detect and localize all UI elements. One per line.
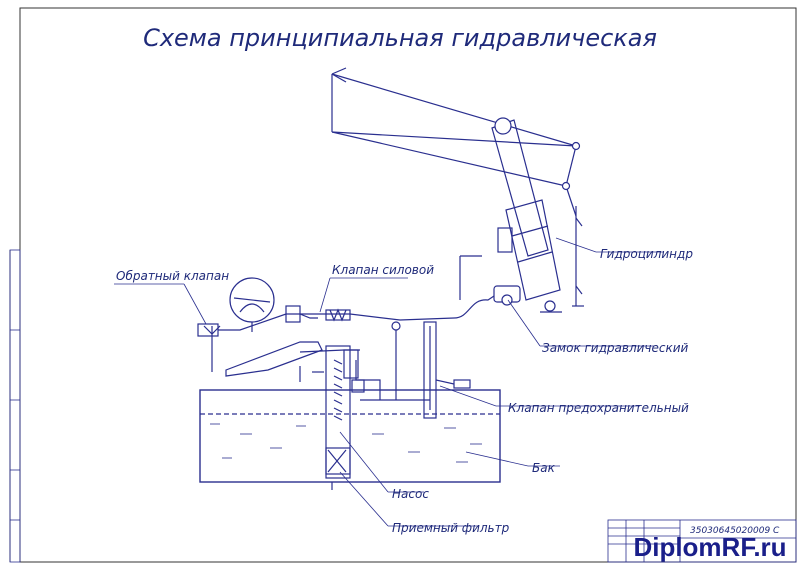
- label-power-valve: Клапан силовой: [332, 263, 434, 277]
- stamp-doc-code: 35030645020009 С: [690, 526, 780, 536]
- intake-filter: [325, 447, 351, 475]
- tank: [199, 389, 501, 490]
- label-pump: Насос: [392, 487, 429, 501]
- label-safety-valve: Клапан предохранительный: [508, 401, 689, 415]
- pump-lever: [225, 341, 360, 382]
- check-valve: [197, 323, 221, 364]
- label-tank: Бак: [532, 461, 556, 475]
- diagram-title: Схема принципиальная гидравлическая: [143, 24, 657, 52]
- leader-lines: [114, 237, 664, 527]
- hydrocylinder: [491, 117, 562, 313]
- label-check-valve: Обратный клапан: [116, 269, 229, 283]
- boom-structure: [331, 67, 584, 307]
- label-hydrocylinder: Гидроцилиндр: [600, 247, 693, 261]
- safety-valve: [423, 321, 471, 419]
- pump: [325, 345, 365, 479]
- sheet-frame: [19, 7, 797, 563]
- pressure-lines: [211, 295, 495, 401]
- title-block: [607, 519, 797, 563]
- watermark-logo: DiplomRF.ru: [633, 532, 786, 562]
- label-intake-filter: Приемный фильтр: [392, 521, 510, 535]
- pressure-gauge: [229, 277, 275, 332]
- left-margin-stamp: [9, 249, 21, 563]
- label-hydraulic-lock: Замок гидравлический: [542, 341, 689, 355]
- hydraulic-lock: [459, 255, 521, 306]
